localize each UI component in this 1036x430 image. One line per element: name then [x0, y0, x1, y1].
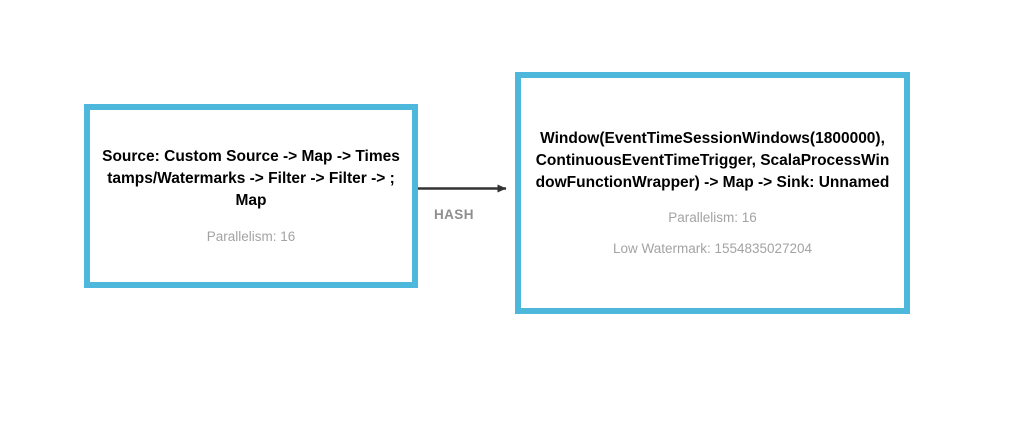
node-window-chain[interactable]: Window(EventTimeSessionWindows(1800000),…: [515, 72, 910, 314]
node-title: Window(EventTimeSessionWindows(1800000),…: [535, 130, 890, 191]
node-title: Source: Custom Source -> Map -> Timestam…: [102, 148, 400, 209]
node-source-chain[interactable]: Source: Custom Source -> Map -> Timestam…: [84, 104, 418, 288]
node-low-watermark: Low Watermark: 1554835027204: [612, 241, 813, 256]
node-parallelism: Parallelism: 16: [206, 229, 296, 244]
edge-label-hash: HASH: [434, 207, 474, 222]
node-parallelism: Parallelism: 16: [668, 210, 757, 225]
